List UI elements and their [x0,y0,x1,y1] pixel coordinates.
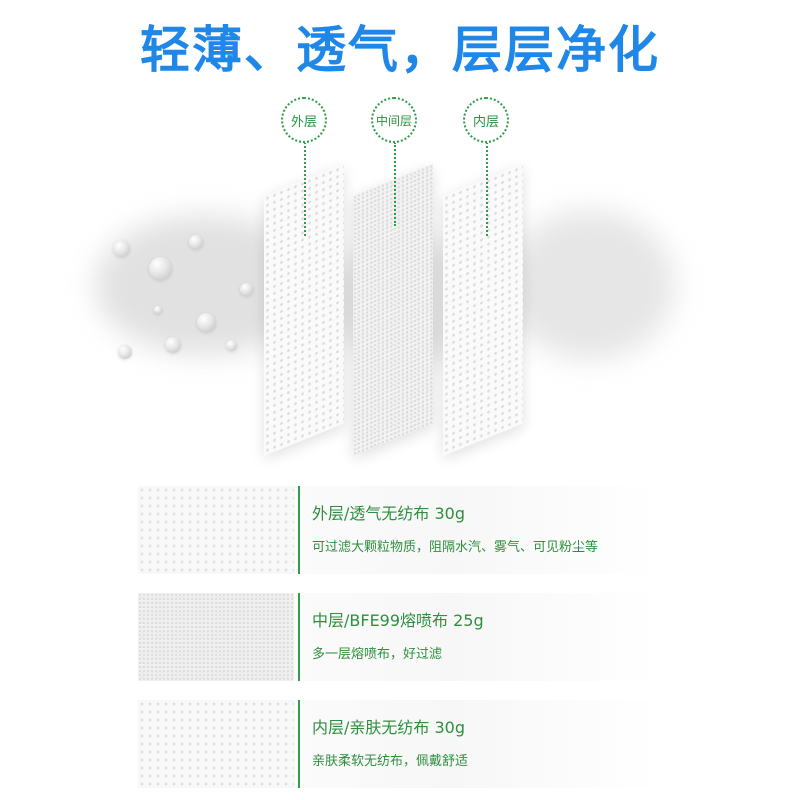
airflow-mist-right [505,210,675,360]
middle-layer-connector [394,142,396,226]
inner-layer-connector [486,142,488,236]
spec-row-middle: 中层/BFE99熔喷布 25g 多一层熔喷布，好过滤 [138,593,660,681]
particle [113,240,130,257]
particle [154,306,162,314]
spec-divider [298,700,300,788]
spec-desc: 可过滤大颗粒物质，阻隔水汽、雾气、可见粉尘等 [312,540,599,555]
particle [189,235,203,249]
middle-fabric-swatch [138,593,294,681]
outer-layer-connector [304,142,306,236]
spec-title: 中层/BFE99熔喷布 25g [312,611,484,630]
spec-title: 外层/透气无纺布 30g [312,504,465,523]
spec-row-inner: 内层/亲肤无纺布 30g 亲肤柔软无纺布，佩戴舒适 [138,700,660,788]
middle-layer-tag: 中间层 [371,97,417,143]
middle-layer-sheet [353,163,433,456]
particle [197,313,216,332]
outer-layer-tag: 外层 [281,97,327,143]
particle [118,345,132,359]
spec-divider [298,593,300,681]
particle [240,283,253,296]
spec-row-outer: 外层/透气无纺布 30g 可过滤大颗粒物质，阻隔水汽、雾气、可见粉尘等 [138,486,660,574]
spec-title: 内层/亲肤无纺布 30g [312,718,465,737]
spec-desc: 亲肤柔软无纺布，佩戴舒适 [312,754,469,769]
inner-layer-tag: 内层 [463,97,509,143]
particle [165,337,181,353]
spec-divider [298,486,300,574]
inner-fabric-swatch [138,700,294,788]
spec-desc: 多一层熔喷布，好过滤 [312,647,443,662]
outer-fabric-swatch [138,486,294,574]
inner-layer-sheet [443,163,523,456]
particle [226,340,237,351]
particle [149,257,172,280]
headline: 轻薄、透气，层层净化 [140,21,660,79]
